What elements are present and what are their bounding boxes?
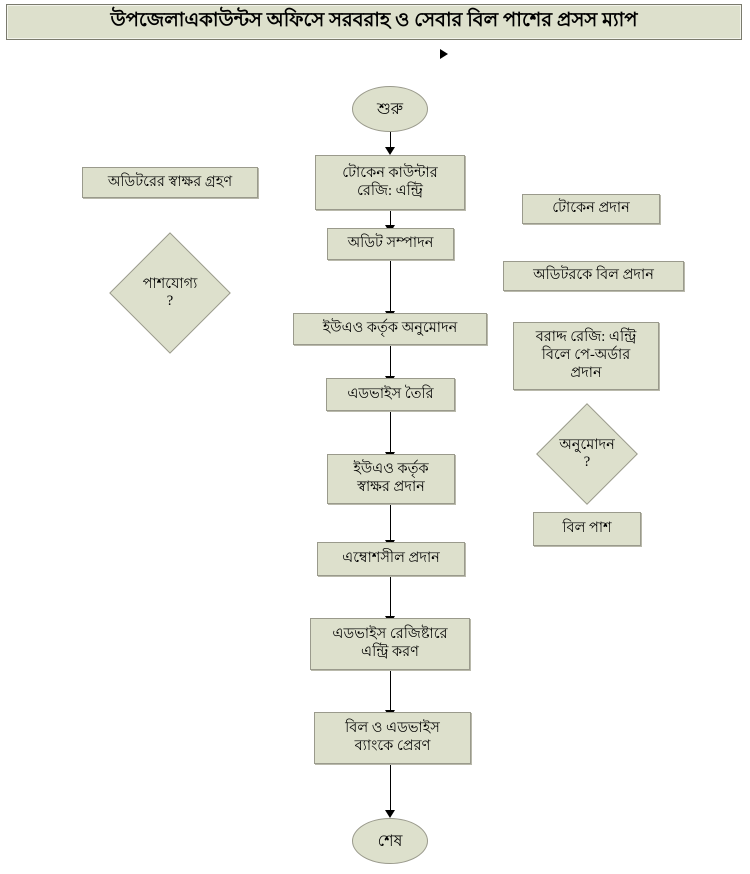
node-label: অডিটরের স্বাক্ষর গ্রহণ (107, 173, 233, 190)
step-label: এডভাইস তৈরি (347, 385, 434, 402)
diagram-title-bar: উপজেলাএকাউন্টস অফিসে সরবরাহ ও সেবার বিল … (6, 4, 742, 40)
connector-step2-to-step3 (390, 260, 391, 313)
connector-step7-to-step8 (390, 670, 391, 712)
connector-start-to-step1 (390, 131, 391, 149)
connector-step4-to-step5 (390, 411, 391, 454)
node-label: টোকেন প্রদান (552, 200, 630, 217)
step-label: টোকেন কাউন্টার রেজি: এন্ট্রি (342, 164, 438, 199)
arrowhead-step1 (385, 147, 395, 155)
decision-approval[interactable]: অনুমোদন ? (527, 403, 647, 505)
start-label: শুরু (376, 100, 404, 118)
step-label: ইউএও কর্তৃক স্বাক্ষর প্রদান (353, 461, 429, 495)
step-label: ইউএও কর্তৃক অনুমোদন (322, 320, 458, 337)
start-terminator[interactable]: শুরু (352, 86, 428, 132)
node-token-issuance[interactable]: টোকেন প্রদান (522, 194, 660, 224)
node-bill-passed[interactable]: বিল পাশ (533, 512, 641, 546)
step-label: অডিট সম্পাদন (347, 235, 434, 252)
step-audit-completion[interactable]: অডিট সম্পাদন (327, 228, 454, 260)
step-label: এম্বোশসীল প্রদান (342, 550, 440, 567)
play-triangle-icon (440, 49, 448, 59)
node-label: অডিটরকে বিল প্রদান (533, 267, 654, 284)
end-label: শেষ (377, 832, 403, 850)
node-label: বরাদ্দ রেজি: এন্ট্রি বিলে পে-অর্ডার প্রদ… (535, 329, 637, 381)
step-label: এডভাইস রেজিষ্টারে এন্ট্রি করণ (332, 626, 448, 660)
node-auditor-signature-collection[interactable]: অডিটরের স্বাক্ষর গ্রহণ (82, 167, 258, 198)
step-advice-preparation[interactable]: এডভাইস তৈরি (326, 378, 455, 411)
step-label: বিল ও এডভাইস ব্যাংকে প্রেরণ (345, 720, 440, 754)
decision-label: পাশযোগ্য ? (142, 275, 198, 309)
node-allotment-register-pay-order[interactable]: বরাদ্দ রেজি: এন্ট্রি বিলে পে-অর্ডার প্রদ… (513, 322, 659, 390)
step-uao-signature[interactable]: ইউএও কর্তৃক স্বাক্ষর প্রদান (327, 454, 455, 504)
step-uao-approval[interactable]: ইউএও কর্তৃক অনুমোদন (293, 313, 487, 345)
step-token-counter-register-entry[interactable]: টোকেন কাউন্টার রেজি: এন্ট্রি (315, 155, 465, 210)
connector-step6-to-step7 (390, 576, 391, 618)
node-bill-to-auditor[interactable]: অডিটরকে বিল প্রদান (503, 261, 684, 291)
page-title: উপজেলাএকাউন্টস অফিসে সরবরাহ ও সেবার বিল … (110, 10, 638, 31)
connector-step5-to-step6 (390, 504, 391, 542)
connector-step1-to-step2 (390, 210, 391, 227)
step-send-bill-advice-to-bank[interactable]: বিল ও এডভাইস ব্যাংকে প্রেরণ (314, 712, 471, 764)
arrowhead-end (385, 810, 395, 818)
step-advice-register-entry[interactable]: এডভাইস রেজিষ্টারে এন্ট্রি করণ (310, 618, 470, 670)
connector-step3-to-step4 (390, 345, 391, 378)
decision-label: অনুমোদন ? (559, 436, 615, 470)
node-label: বিল পাশ (562, 520, 612, 537)
step-embossing-seal[interactable]: এম্বোশসীল প্রদান (317, 542, 465, 576)
connector-step8-to-end (390, 764, 391, 812)
decision-passable[interactable]: পাশযোগ্য ? (109, 232, 231, 354)
end-terminator[interactable]: শেষ (352, 818, 428, 864)
